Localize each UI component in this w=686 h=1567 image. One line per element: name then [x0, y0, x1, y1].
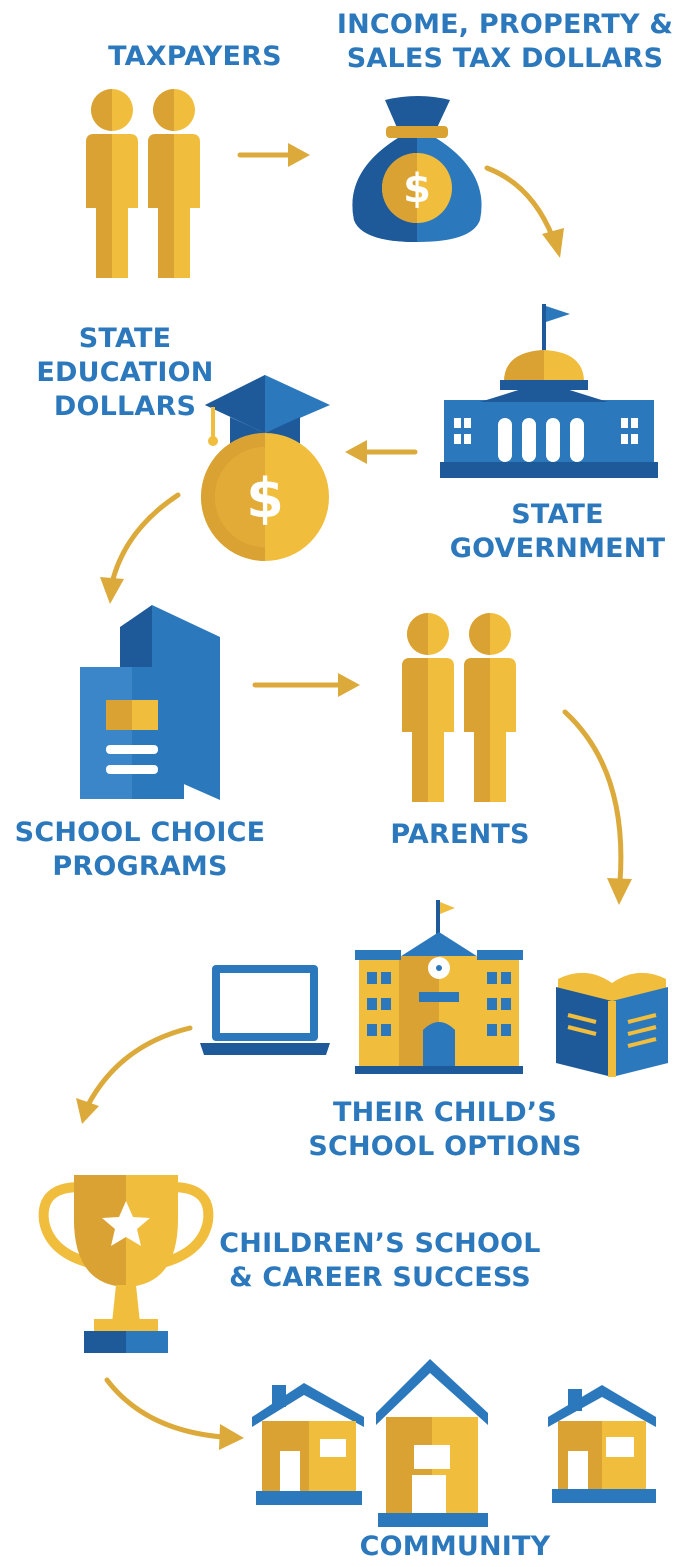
label-line: INCOME, PROPERTY &: [336, 9, 674, 40]
label-line: PARENTS: [390, 819, 530, 850]
label-line: GOVERNMENT: [449, 533, 666, 564]
label-line: EDUCATION: [36, 357, 214, 388]
label-school-choice-programs: SCHOOL CHOICE PROGRAMS: [5, 816, 275, 884]
label-line: & CAREER SUCCESS: [229, 1262, 531, 1293]
arrow-parents-to-options: [562, 709, 624, 885]
label-line: THEIR CHILD’S: [332, 1097, 558, 1128]
arrow-head-8: [219, 1424, 244, 1450]
arrow-education-to-programs: [109, 492, 181, 586]
label-state-government: STATE GOVERNMENT: [440, 498, 675, 566]
arrow-head-4: [100, 577, 124, 604]
arrow-head-3: [345, 440, 367, 464]
arrow-tax-dollars-to-government: [484, 165, 556, 241]
people-icon: [402, 613, 516, 802]
houses-icon: [252, 1359, 656, 1527]
label-state-education-dollars: STATE EDUCATION DOLLARS: [25, 322, 225, 424]
arrow-success-to-community: [104, 1377, 225, 1440]
arrow-head-1: [288, 143, 310, 167]
arrow-head-6: [607, 878, 632, 905]
label-line: STATE: [78, 323, 172, 354]
label-line: DOLLARS: [53, 391, 197, 422]
label-line: TAXPAYERS: [108, 41, 282, 72]
label-line: SCHOOL OPTIONS: [308, 1131, 582, 1162]
label-taxpayers: TAXPAYERS: [80, 40, 310, 74]
people-icon: [86, 89, 200, 278]
laptop-icon: [200, 965, 330, 1055]
capitol-building-icon: [440, 304, 658, 478]
school-building-icon: [355, 900, 523, 1074]
label-line: SALES TAX DOLLARS: [346, 43, 664, 74]
trophy-icon: [38, 1175, 214, 1353]
label-success: CHILDREN’S SCHOOL & CAREER SUCCESS: [215, 1227, 545, 1295]
label-community: COMMUNITY: [335, 1530, 575, 1564]
label-school-options: THEIR CHILD’S SCHOOL OPTIONS: [290, 1096, 600, 1164]
label-line: PROGRAMS: [52, 851, 228, 882]
label-tax-dollars: INCOME, PROPERTY & SALES TAX DOLLARS: [330, 8, 680, 76]
graduation-coin-icon: $: [201, 375, 330, 561]
money-bag-icon: $: [352, 96, 482, 242]
label-line: CHILDREN’S SCHOOL: [219, 1228, 541, 1259]
svg-text:$: $: [246, 467, 284, 530]
label-line: SCHOOL CHOICE: [14, 817, 266, 848]
arrow-head-5: [338, 673, 360, 697]
label-parents: PARENTS: [380, 818, 540, 852]
brochure-icon: [80, 605, 220, 800]
open-book-icon: [556, 972, 668, 1077]
label-line: STATE: [511, 499, 604, 530]
arrow-options-to-success: [85, 1025, 193, 1108]
label-line: COMMUNITY: [359, 1531, 551, 1562]
arrow-head-7: [76, 1098, 99, 1124]
svg-text:$: $: [403, 166, 431, 212]
flow-arrows: [76, 143, 632, 1450]
arrow-head-2: [542, 228, 564, 258]
